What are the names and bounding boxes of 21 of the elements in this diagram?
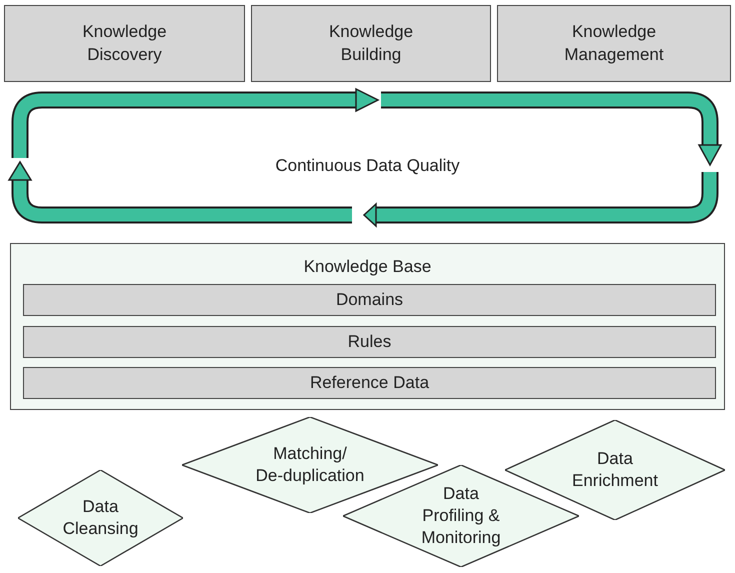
- category-bar: [23, 326, 716, 358]
- process-box: [251, 5, 491, 82]
- node-label: Knowledge Discovery: [81, 21, 168, 66]
- category-bar: [23, 367, 716, 399]
- diamond-shape: [18, 470, 183, 566]
- node-label: Knowledge Base: [304, 256, 432, 278]
- process-box: [497, 5, 731, 82]
- node-label: Matching/ De-duplication: [254, 442, 366, 487]
- node-label: Domains: [336, 288, 404, 311]
- node-label: Reference Data: [310, 372, 430, 394]
- diamond-shape: [505, 420, 725, 520]
- knowledge-base-panel: [10, 243, 725, 410]
- cycle-label: Continuous Data Quality: [274, 156, 461, 176]
- process-box: [4, 5, 245, 82]
- node-label: Data Enrichment: [571, 448, 659, 492]
- node-label: Data Cleansing: [62, 496, 140, 540]
- node-label: Rules: [348, 330, 392, 353]
- category-bar: [23, 284, 716, 316]
- node-label: Knowledge Management: [563, 21, 665, 66]
- node-label: Knowledge Building: [328, 21, 414, 66]
- node-label: Data Profiling & Monitoring: [420, 482, 502, 550]
